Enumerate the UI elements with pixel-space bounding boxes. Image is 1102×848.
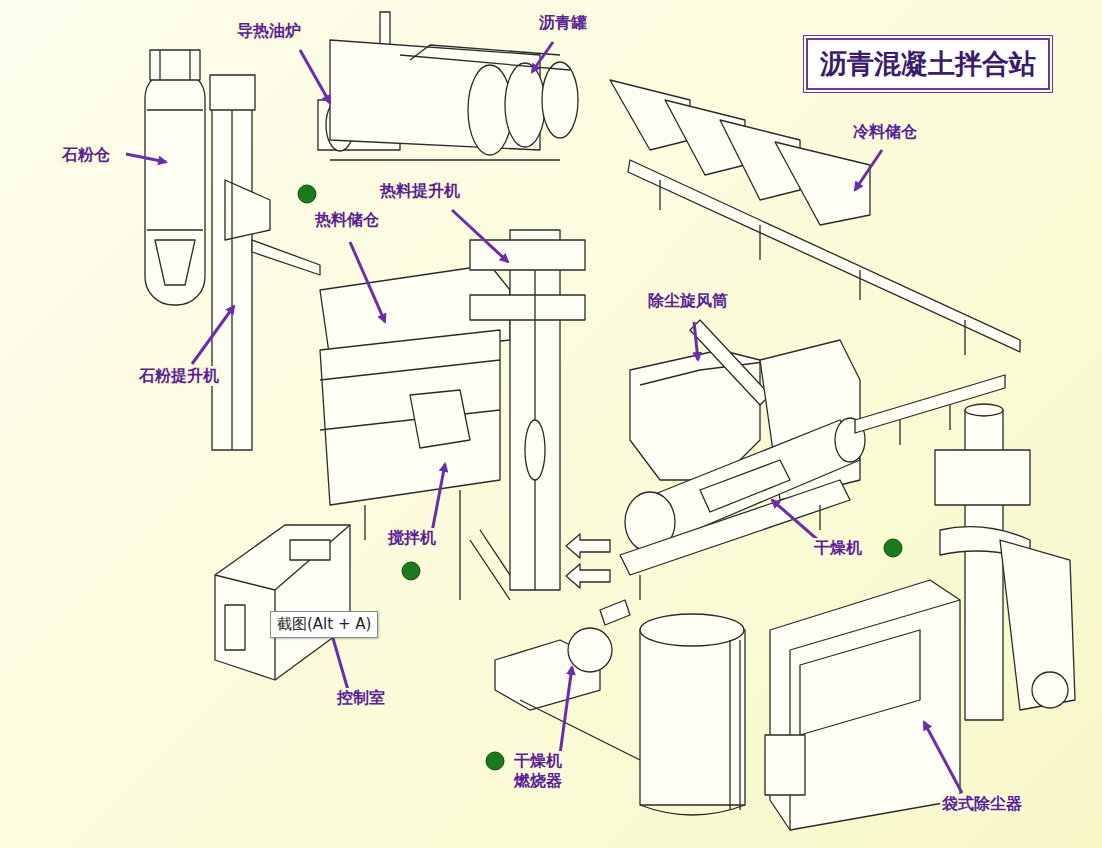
part-label: 热料提升机: [378, 181, 462, 201]
part-label: 除尘旋风筒: [646, 291, 730, 311]
part-label: 干燥机: [812, 538, 864, 558]
part-label: 干燥机 燃烧器: [510, 751, 567, 791]
tooltip-box: 截图(Alt + A): [270, 611, 378, 638]
part-label: 石粉提升机: [137, 366, 221, 386]
part-label: 石粉仓: [60, 145, 112, 165]
part-label: 袋式除尘器: [940, 794, 1024, 814]
part-label: 冷料储仓: [851, 122, 919, 142]
part-label: 热料储仓: [313, 210, 381, 230]
diagram-title: 沥青混凝土拌合站: [820, 48, 1036, 79]
tooltip-text: 截图(Alt + A): [277, 615, 371, 633]
part-label: 沥青罐: [537, 13, 589, 33]
part-label: 搅拌机: [386, 528, 438, 548]
title-box: 沥青混凝土拌合站: [806, 38, 1050, 90]
part-label: 控制室: [335, 688, 387, 708]
part-label: 导热油炉: [235, 21, 303, 41]
